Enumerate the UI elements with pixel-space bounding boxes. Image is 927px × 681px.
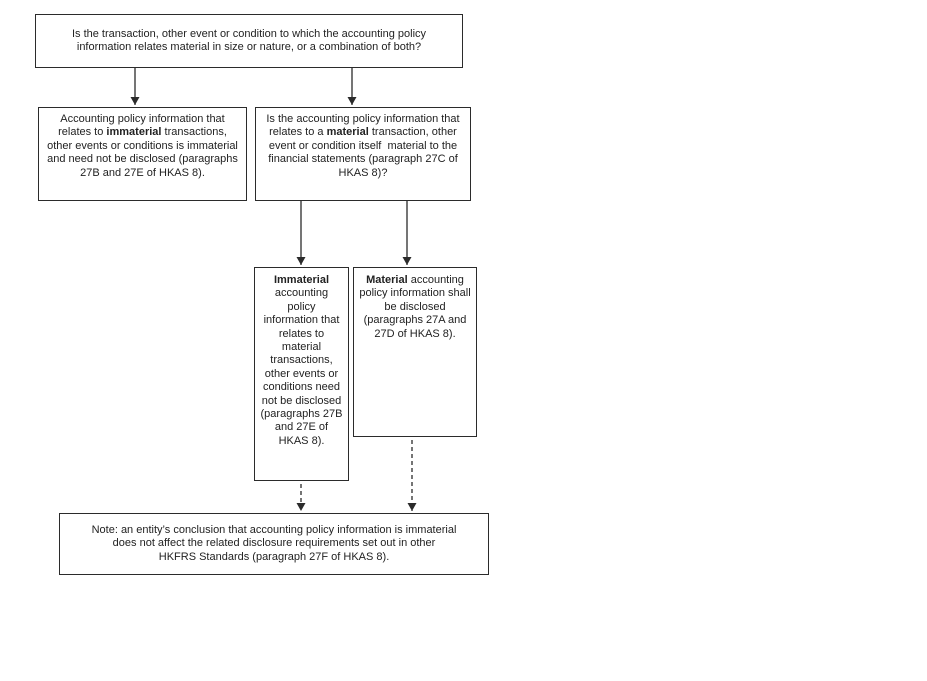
immaterial-outcome-box: Accounting policy information that relat… xyxy=(38,107,247,201)
material-disclosure-box: Material accounting policy information s… xyxy=(353,267,477,437)
text-segment: Accounting policy information that relat… xyxy=(58,113,225,139)
material-disclosure-text: Material accounting policy information s… xyxy=(359,274,470,341)
text-segment-bold: Immaterial xyxy=(273,274,329,286)
text-segment: accounting policy information shall be d… xyxy=(359,274,471,340)
note-box: Note: an entity’s conclusion that accoun… xyxy=(59,513,489,575)
top-question-text: Is the transaction, other event or condi… xyxy=(71,27,427,53)
text-segment-bold: Material xyxy=(366,274,408,286)
immaterial-policy-box: Immaterial accounting policy information… xyxy=(254,267,349,481)
text-segment: transaction, other event or condition it… xyxy=(268,126,458,179)
immaterial-outcome-text: Accounting policy information that relat… xyxy=(47,113,238,180)
text-segment: accounting policy information that relat… xyxy=(260,287,343,447)
text-segment: Is the accounting policy information tha… xyxy=(266,113,460,139)
text-segment-bold: immaterial xyxy=(106,126,162,139)
text-segment: transactions, other events or conditions… xyxy=(47,126,238,179)
top-question-box: Is the transaction, other event or condi… xyxy=(35,14,463,68)
material-question-text: Is the accounting policy information tha… xyxy=(266,113,459,180)
immaterial-policy-text: Immaterial accounting policy information… xyxy=(261,274,343,448)
note-text: Note: an entity’s conclusion that accoun… xyxy=(91,523,457,563)
text-segment-bold: material xyxy=(326,126,369,139)
material-question-box: Is the accounting policy information tha… xyxy=(255,107,471,201)
